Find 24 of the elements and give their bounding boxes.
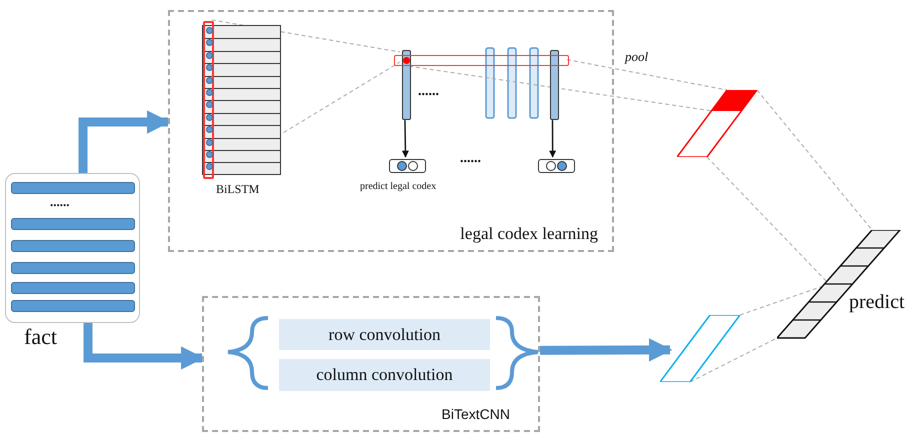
block-arrow [78, 110, 170, 173]
box-title: BiTextCNN [442, 405, 510, 424]
ellipsis-text: ...... [50, 195, 70, 208]
caption-text: predict legal codex [360, 182, 436, 192]
edge-label: pool [624, 50, 650, 63]
ellipsis-text: ...... [460, 152, 481, 166]
dashed-line [690, 338, 778, 382]
arrow [549, 120, 556, 158]
module-frame [168, 10, 614, 252]
process-box [279, 359, 490, 391]
dashed-line [756, 90, 873, 230]
process-box [279, 319, 490, 350]
dashed-line [408, 66, 712, 112]
ellipsis-text: ...... [418, 85, 439, 99]
arrow [402, 120, 409, 158]
node-label: fact [24, 326, 57, 348]
node-label: predict [849, 292, 905, 312]
block-arrow [540, 338, 672, 362]
box-title: legal codex learning [460, 222, 598, 245]
box-text: row convolution [328, 324, 440, 346]
module-frame [202, 296, 540, 432]
box-text: column convolution [316, 364, 453, 386]
dashed-line [566, 59, 728, 90]
node-label: BiLSTM [216, 183, 260, 195]
